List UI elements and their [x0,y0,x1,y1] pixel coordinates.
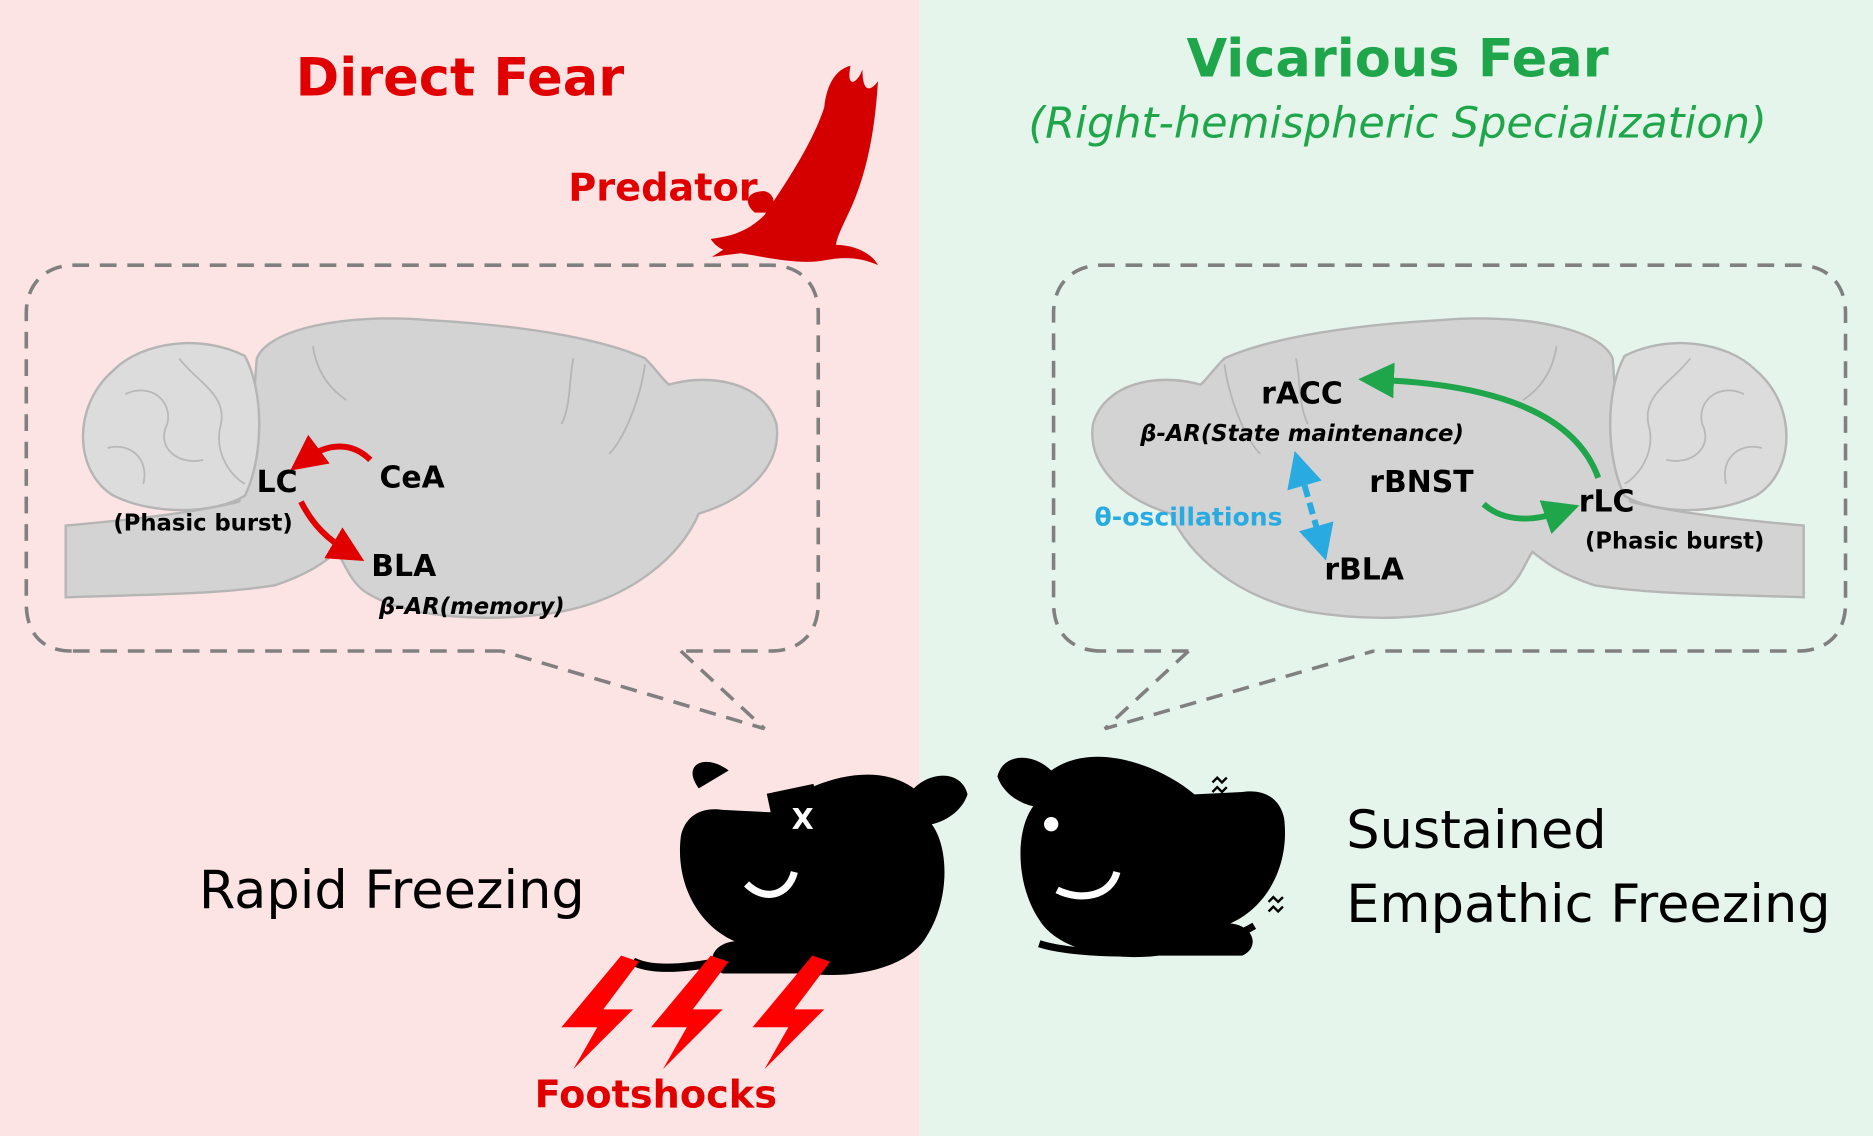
right-brain-callout [1051,263,1848,731]
racc-label: rACC [1261,377,1343,412]
mouse-icon [997,756,1286,958]
cea-label: CeA [379,460,444,495]
lc-to-bla-arrow [298,500,365,561]
lightning-icon [561,955,831,1070]
mouse-icon: X [631,761,968,976]
left-brain-callout [24,263,821,731]
empathic-freezing-label: Empathic Freezing [1346,874,1830,935]
vicarious-fear-title: Vicarious Fear [1187,28,1609,89]
rapid-freezing-label: Rapid Freezing [199,860,585,921]
rlc-to-racc-arrow [1358,362,1602,479]
rbnst-to-rlc-arrow [1481,500,1580,535]
bla-note: β-AR(memory) [378,594,565,620]
lc-note: (Phasic burst) [113,510,292,536]
sustained-label: Sustained [1346,800,1606,861]
x-eye-mark: X [792,802,814,836]
theta-oscillations-label: θ-oscillations [1095,503,1283,532]
tremor-icon [1211,775,1284,914]
eagle-icon [710,65,878,266]
cea-to-lc-arrow [290,434,373,471]
rbnst-label: rBNST [1369,465,1474,500]
lc-label: LC [257,465,298,500]
racc-note: β-AR(State maintenance) [1139,421,1464,447]
direct-fear-title: Direct Fear [296,48,625,109]
predator-label: Predator [568,167,757,211]
rlc-note: (Phasic burst) [1585,528,1764,554]
rlc-label: rLC [1579,484,1635,519]
theta-oscillation-arrow [1287,451,1334,561]
vicarious-fear-subtitle: (Right-hemispheric Specialization) [1028,98,1766,148]
footshocks-label: Footshocks [535,1073,777,1117]
rbla-label: rBLA [1324,552,1404,587]
bla-label: BLA [371,549,436,584]
